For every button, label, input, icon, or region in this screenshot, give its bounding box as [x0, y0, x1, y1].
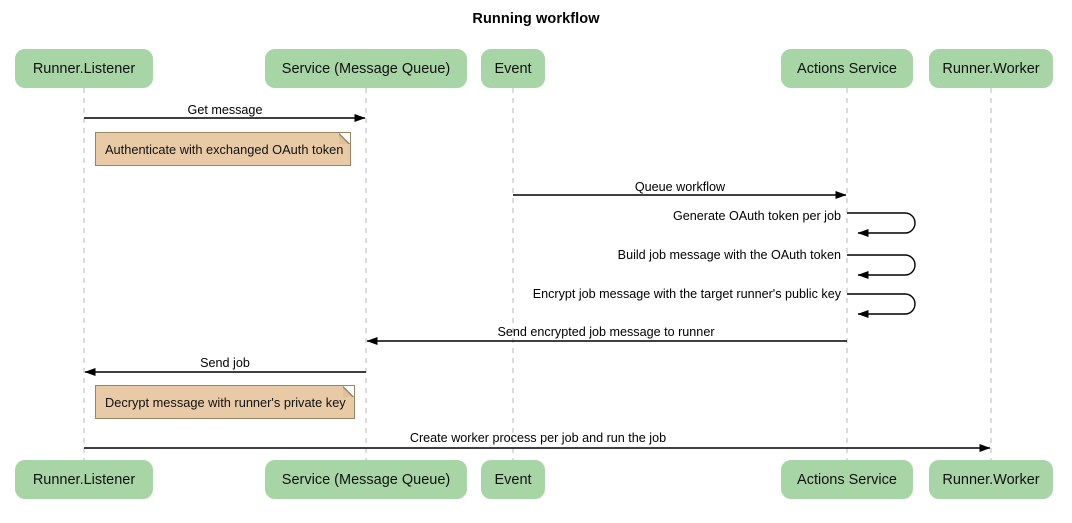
- note-authenticate: Authenticate with exchanged OAuth token: [95, 132, 351, 166]
- self-message-encrypt-job-message: [847, 293, 916, 318]
- page-title: Running workflow: [472, 11, 600, 27]
- note-fold-corner-icon: [343, 385, 355, 397]
- participant-label: Event: [494, 471, 532, 488]
- participant-event-bottom[interactable]: Event: [481, 460, 545, 499]
- participant-event-top[interactable]: Event: [481, 49, 545, 88]
- message-label-get-message: Get message: [187, 103, 263, 117]
- message-label-create-worker-process: Create worker process per job and run th…: [409, 431, 667, 445]
- note-text: Authenticate with exchanged OAuth token: [105, 141, 344, 157]
- participant-label: Runner.Listener: [32, 60, 136, 77]
- participant-runner-listener-bottom[interactable]: Runner.Listener: [15, 460, 153, 499]
- note-text: Decrypt message with runner's private ke…: [105, 394, 346, 410]
- note-fold-corner-icon: [339, 132, 351, 144]
- participant-label: Actions Service: [797, 60, 897, 77]
- participant-service-mq-bottom[interactable]: Service (Message Queue): [265, 460, 467, 499]
- participant-label: Runner.Worker: [942, 471, 1040, 488]
- participant-service-mq-top[interactable]: Service (Message Queue): [265, 49, 467, 88]
- message-label-send-encrypted-job-message: Send encrypted job message to runner: [497, 325, 715, 339]
- self-message-generate-oauth-token: [847, 212, 916, 237]
- note-decrypt: Decrypt message with runner's private ke…: [95, 385, 355, 419]
- message-label-queue-workflow: Queue workflow: [634, 180, 726, 194]
- participant-runner-worker-bottom[interactable]: Runner.Worker: [929, 460, 1053, 499]
- message-label-generate-oauth-token: Generate OAuth token per job: [672, 209, 841, 223]
- message-label-encrypt-job-message: Encrypt job message with the target runn…: [532, 287, 841, 301]
- participant-label: Runner.Worker: [942, 60, 1040, 77]
- participant-actions-service-top[interactable]: Actions Service: [781, 49, 913, 88]
- participant-runner-worker-top[interactable]: Runner.Worker: [929, 49, 1053, 88]
- message-arrows: [84, 114, 991, 452]
- self-message-build-job-message: [847, 254, 916, 279]
- participant-label: Event: [494, 60, 532, 77]
- message-label-build-job-message: Build job message with the OAuth token: [617, 248, 841, 262]
- lifelines: [83, 88, 992, 460]
- participant-label: Runner.Listener: [32, 471, 136, 488]
- message-label-send-job: Send job: [200, 356, 250, 370]
- participant-actions-service-bottom[interactable]: Actions Service: [781, 460, 913, 499]
- participant-label: Service (Message Queue): [281, 60, 451, 77]
- participant-runner-listener-top[interactable]: Runner.Listener: [15, 49, 153, 88]
- participant-label: Actions Service: [797, 471, 897, 488]
- participant-label: Service (Message Queue): [281, 471, 451, 488]
